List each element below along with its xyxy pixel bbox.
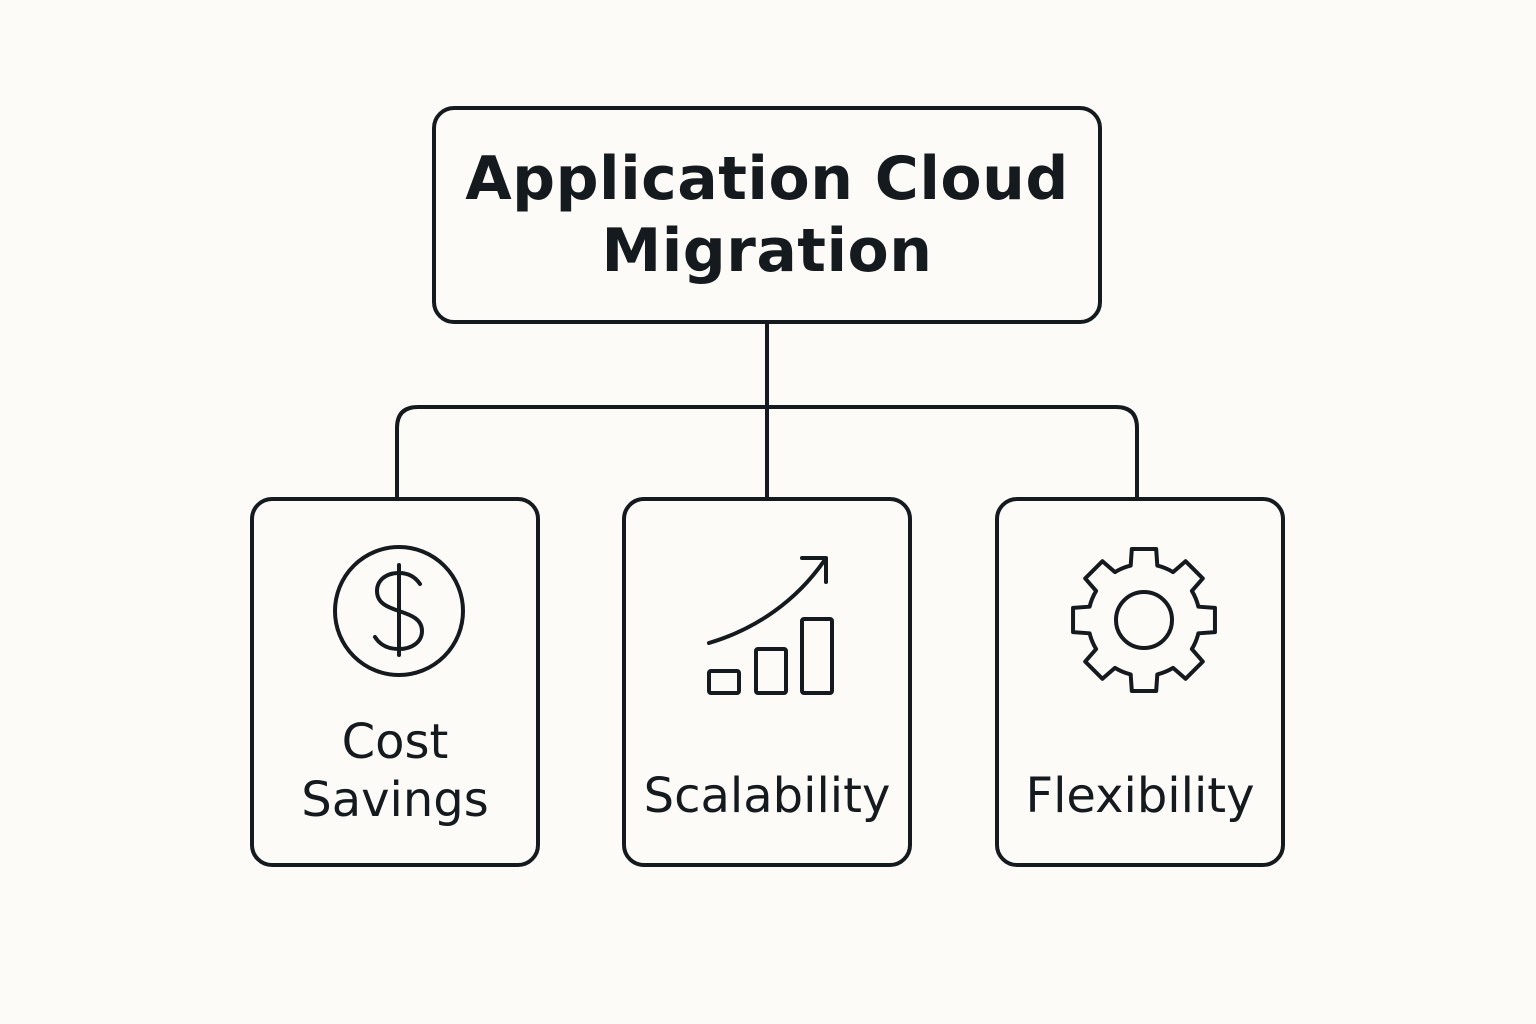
child-label-flexibility: Flexibility (1025, 768, 1255, 824)
child-node-flexibility: Flexibility (995, 497, 1285, 867)
child-label-cost-savings-line2: Savings (301, 772, 489, 828)
root-title-line1: Application Cloud (465, 144, 1069, 214)
child-node-scalability: Scalability (622, 497, 912, 867)
root-title-line2: Migration (601, 216, 933, 286)
gear-icon (1071, 547, 1217, 693)
child-node-cost-savings: Cost Savings (250, 497, 540, 867)
dollar-circle-icon (333, 545, 465, 677)
child-label-cost-savings: Cost Savings (254, 713, 536, 829)
branch-bar-line (395, 405, 1139, 497)
child-label-scalability: Scalability (643, 768, 891, 824)
growth-chart-icon (707, 556, 834, 695)
child-label-cost-savings-line1: Cost (341, 714, 449, 770)
root-title: Application Cloud Migration (465, 143, 1069, 287)
root-node: Application Cloud Migration (432, 106, 1102, 324)
